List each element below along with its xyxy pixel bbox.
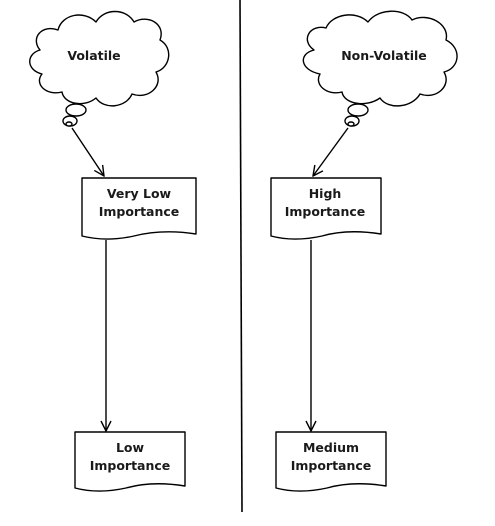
- right-column: Non-Volatile High Importance Medium Impo…: [270, 10, 458, 492]
- cloud-shape: [302, 10, 458, 107]
- box-label-line1: Very Low: [107, 186, 172, 201]
- box-label-line2: Importance: [291, 458, 372, 473]
- box-label-line2: Importance: [99, 204, 180, 219]
- cloud-non-volatile: Non-Volatile: [302, 10, 458, 127]
- box-high-importance: High Importance: [270, 177, 382, 240]
- box-label-line1: High: [309, 186, 342, 201]
- cloud-bubble-small: [347, 121, 355, 127]
- box-label-line1: Low: [116, 440, 145, 455]
- column-divider: [239, 0, 243, 513]
- cloud-label-volatile: Volatile: [67, 48, 120, 63]
- document-shape: [74, 431, 186, 492]
- cloud-volatile: Volatile: [29, 10, 170, 127]
- left-column: Volatile Very Low Importance Low Importa…: [29, 10, 197, 492]
- cloud-bubble-small: [65, 121, 73, 127]
- arrow-cloud-to-very-low: [71, 127, 104, 176]
- box-label-line2: Importance: [285, 204, 366, 219]
- box-medium-importance: Medium Importance: [275, 431, 387, 492]
- cloud-bubble-large: [347, 103, 369, 117]
- document-shape: [270, 177, 382, 240]
- document-shape: [81, 177, 197, 240]
- box-label-line1: Medium: [303, 440, 359, 455]
- box-very-low-importance: Very Low Importance: [81, 177, 197, 240]
- box-low-importance: Low Importance: [74, 431, 186, 492]
- arrow-cloud-to-high: [313, 127, 349, 176]
- cloud-label-non-volatile: Non-Volatile: [341, 48, 427, 63]
- cloud-shape: [29, 10, 170, 107]
- box-label-line2: Importance: [90, 458, 171, 473]
- document-shape: [275, 431, 387, 492]
- cloud-bubble-large: [65, 103, 87, 117]
